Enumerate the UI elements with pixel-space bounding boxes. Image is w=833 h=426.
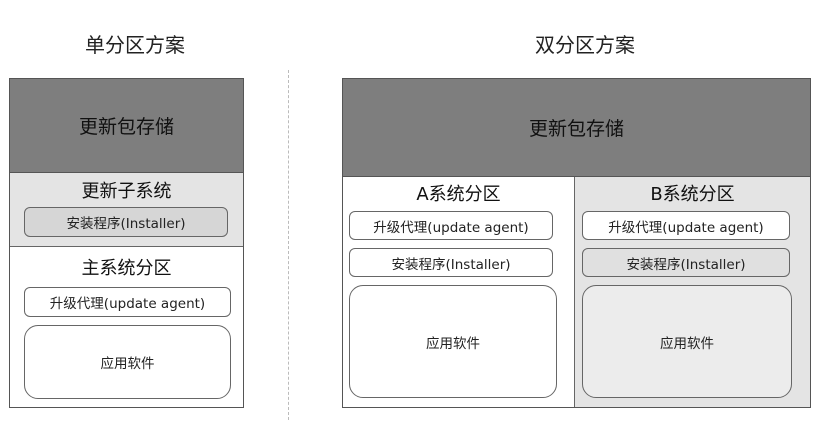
partition-b-title: B系统分区 <box>650 184 735 205</box>
single-partition-diagram: 更新包存储 更新子系统 安装程序(Installer) 主系统分区 升级代理(u… <box>9 78 244 408</box>
system-partition-a: A系统分区 升级代理(update agent) 安装程序(Installer)… <box>343 177 575 407</box>
dual-partition-heading: 双分区方案 <box>535 33 635 57</box>
installer-box: 安装程序(Installer) <box>582 248 790 277</box>
update-subsystem: 更新子系统 安装程序(Installer) <box>10 173 243 247</box>
column-divider <box>288 70 289 420</box>
main-system-partition: 主系统分区 升级代理(update agent) 应用软件 <box>10 247 243 407</box>
update-package-storage: 更新包存储 <box>343 79 810 177</box>
dual-partition-diagram: 更新包存储 A系统分区 升级代理(update agent) 安装程序(Inst… <box>342 78 811 408</box>
partition-a-title: A系统分区 <box>416 184 501 205</box>
update-agent-box: 升级代理(update agent) <box>349 211 553 240</box>
update-agent-box: 升级代理(update agent) <box>24 287 231 317</box>
main-partition-title: 主系统分区 <box>81 258 172 279</box>
installer-box: 安装程序(Installer) <box>24 207 228 237</box>
single-partition-heading: 单分区方案 <box>85 33 185 57</box>
update-package-storage: 更新包存储 <box>10 79 243 173</box>
system-partition-b: B系统分区 升级代理(update agent) 安装程序(Installer)… <box>575 177 810 407</box>
application-software-box: 应用软件 <box>582 285 792 398</box>
update-subsystem-title: 更新子系统 <box>81 181 172 202</box>
update-agent-box: 升级代理(update agent) <box>582 211 790 240</box>
installer-box: 安装程序(Installer) <box>349 248 553 277</box>
application-software-box: 应用软件 <box>349 285 557 398</box>
application-software-box: 应用软件 <box>24 325 231 399</box>
